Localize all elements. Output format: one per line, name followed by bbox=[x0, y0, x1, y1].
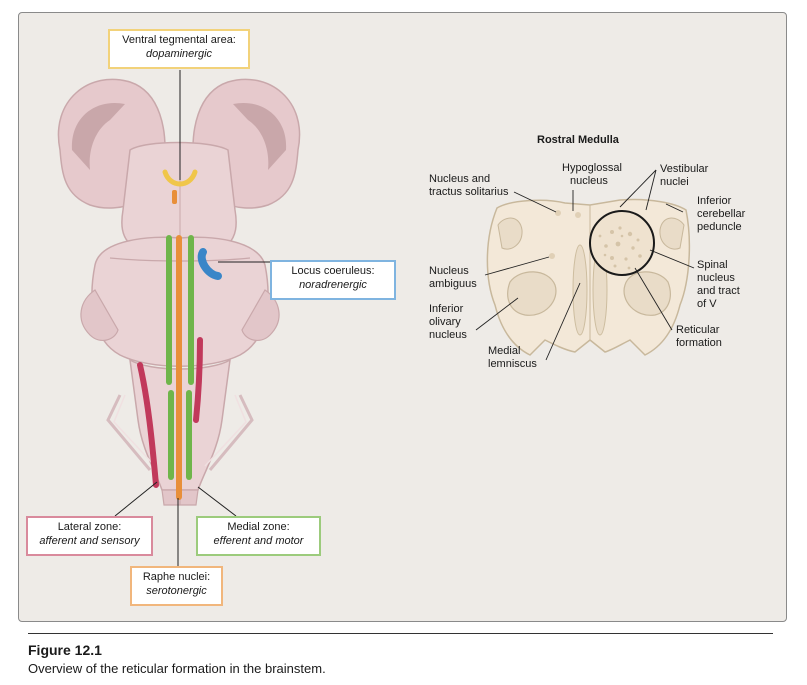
caption-rule bbox=[28, 633, 773, 634]
label-inferior-cerebellar-line1: Inferior bbox=[697, 195, 732, 207]
locus-coeruleus-subtitle: noradrenergic bbox=[299, 279, 367, 291]
medial-zone-title: Medial zone: bbox=[227, 521, 290, 533]
raphe-upper-marker bbox=[172, 190, 177, 204]
label-reticular-formation: Reticular formation bbox=[676, 324, 722, 350]
label-hypoglossal-line1: Hypoglossal bbox=[562, 162, 622, 174]
medulla-title: Rostral Medulla bbox=[537, 134, 619, 146]
lateral-column-right bbox=[193, 337, 203, 423]
locus-coeruleus-title: Locus coeruleus: bbox=[291, 265, 375, 277]
label-vestibular-line1: Vestibular bbox=[660, 163, 709, 175]
label-inferior-cerebellar: Inferior cerebellar peduncle bbox=[697, 195, 745, 234]
medial-zone-subtitle: efferent and motor bbox=[213, 535, 304, 547]
label-hypoglossal: Hypoglossal nucleus bbox=[562, 162, 622, 188]
label-ambiguus-line2: ambiguus bbox=[429, 278, 477, 290]
label-solitarius-line1: Nucleus and bbox=[429, 173, 491, 185]
medial-column-left bbox=[166, 235, 172, 385]
locus-coeruleus-marker bbox=[197, 248, 222, 280]
label-vestibular-line2: nuclei bbox=[660, 176, 689, 188]
lateral-zone-title: Lateral zone: bbox=[57, 521, 122, 533]
label-solitarius: Nucleus and tractus solitarius bbox=[429, 173, 508, 199]
reticular-formation-circle bbox=[589, 210, 655, 276]
label-inferior-olivary-line1: Inferior bbox=[429, 303, 464, 315]
label-medial-lemniscus-line1: Medial bbox=[488, 345, 521, 357]
figure-number: Figure 12.1 bbox=[28, 642, 102, 658]
figure-caption: Overview of the reticular formation in t… bbox=[28, 661, 326, 676]
label-inferior-olivary-line3: nucleus bbox=[429, 329, 467, 341]
medial-column-right bbox=[188, 235, 194, 385]
raphe-column bbox=[176, 235, 182, 500]
vta-title: Ventral tegmental area: bbox=[122, 34, 236, 46]
vta-subtitle: dopaminergic bbox=[145, 48, 213, 60]
brainstem-leaders bbox=[114, 70, 270, 566]
label-solitarius-line2: tractus solitarius bbox=[429, 186, 509, 198]
label-inferior-cerebellar-line3: peduncle bbox=[697, 221, 742, 233]
locus-coeruleus-label-box: Locus coeruleus: noradrenergic bbox=[270, 260, 396, 300]
medial-column-lower-right bbox=[186, 390, 192, 480]
label-reticular-line1: Reticular bbox=[676, 324, 720, 336]
medial-column-lower-left bbox=[168, 390, 174, 480]
label-medial-lemniscus-line2: lemniscus bbox=[488, 358, 537, 370]
vta-marker bbox=[162, 169, 198, 187]
label-reticular-line2: formation bbox=[676, 337, 722, 349]
label-spinal-v-line3: and tract bbox=[697, 285, 740, 297]
lateral-column-left bbox=[137, 362, 159, 488]
raphe-nuclei-subtitle: serotonergic bbox=[146, 585, 207, 597]
label-vestibular: Vestibular nuclei bbox=[660, 163, 708, 189]
lateral-zone-subtitle: afferent and sensory bbox=[39, 535, 140, 547]
label-hypoglossal-line2: nucleus bbox=[570, 175, 608, 187]
label-spinal-v-line4: of V bbox=[697, 298, 717, 310]
label-inferior-olivary: Inferior olivary nucleus bbox=[429, 303, 467, 342]
label-ambiguus: Nucleus ambiguus bbox=[429, 265, 477, 291]
label-spinal-v-line2: nucleus bbox=[697, 272, 735, 284]
medial-zone-label-box: Medial zone: efferent and motor bbox=[196, 516, 321, 556]
raphe-nuclei-label-box: Raphe nuclei: serotonergic bbox=[130, 566, 223, 606]
label-inferior-olivary-line2: olivary bbox=[429, 316, 461, 328]
raphe-nuclei-title: Raphe nuclei: bbox=[142, 571, 211, 583]
label-spinal-v-line1: Spinal bbox=[697, 259, 728, 271]
label-ambiguus-line1: Nucleus bbox=[429, 265, 469, 277]
label-spinal-v: Spinal nucleus and tract of V bbox=[697, 259, 740, 311]
reticular-columns bbox=[137, 169, 222, 500]
label-inferior-cerebellar-line2: cerebellar bbox=[697, 208, 746, 220]
medulla-section bbox=[486, 198, 691, 356]
label-medial-lemniscus: Medial lemniscus bbox=[488, 345, 537, 371]
lateral-zone-label-box: Lateral zone: afferent and sensory bbox=[26, 516, 153, 556]
vta-label-box: Ventral tegmental area: dopaminergic bbox=[108, 29, 250, 69]
medulla-leaders bbox=[475, 169, 695, 361]
